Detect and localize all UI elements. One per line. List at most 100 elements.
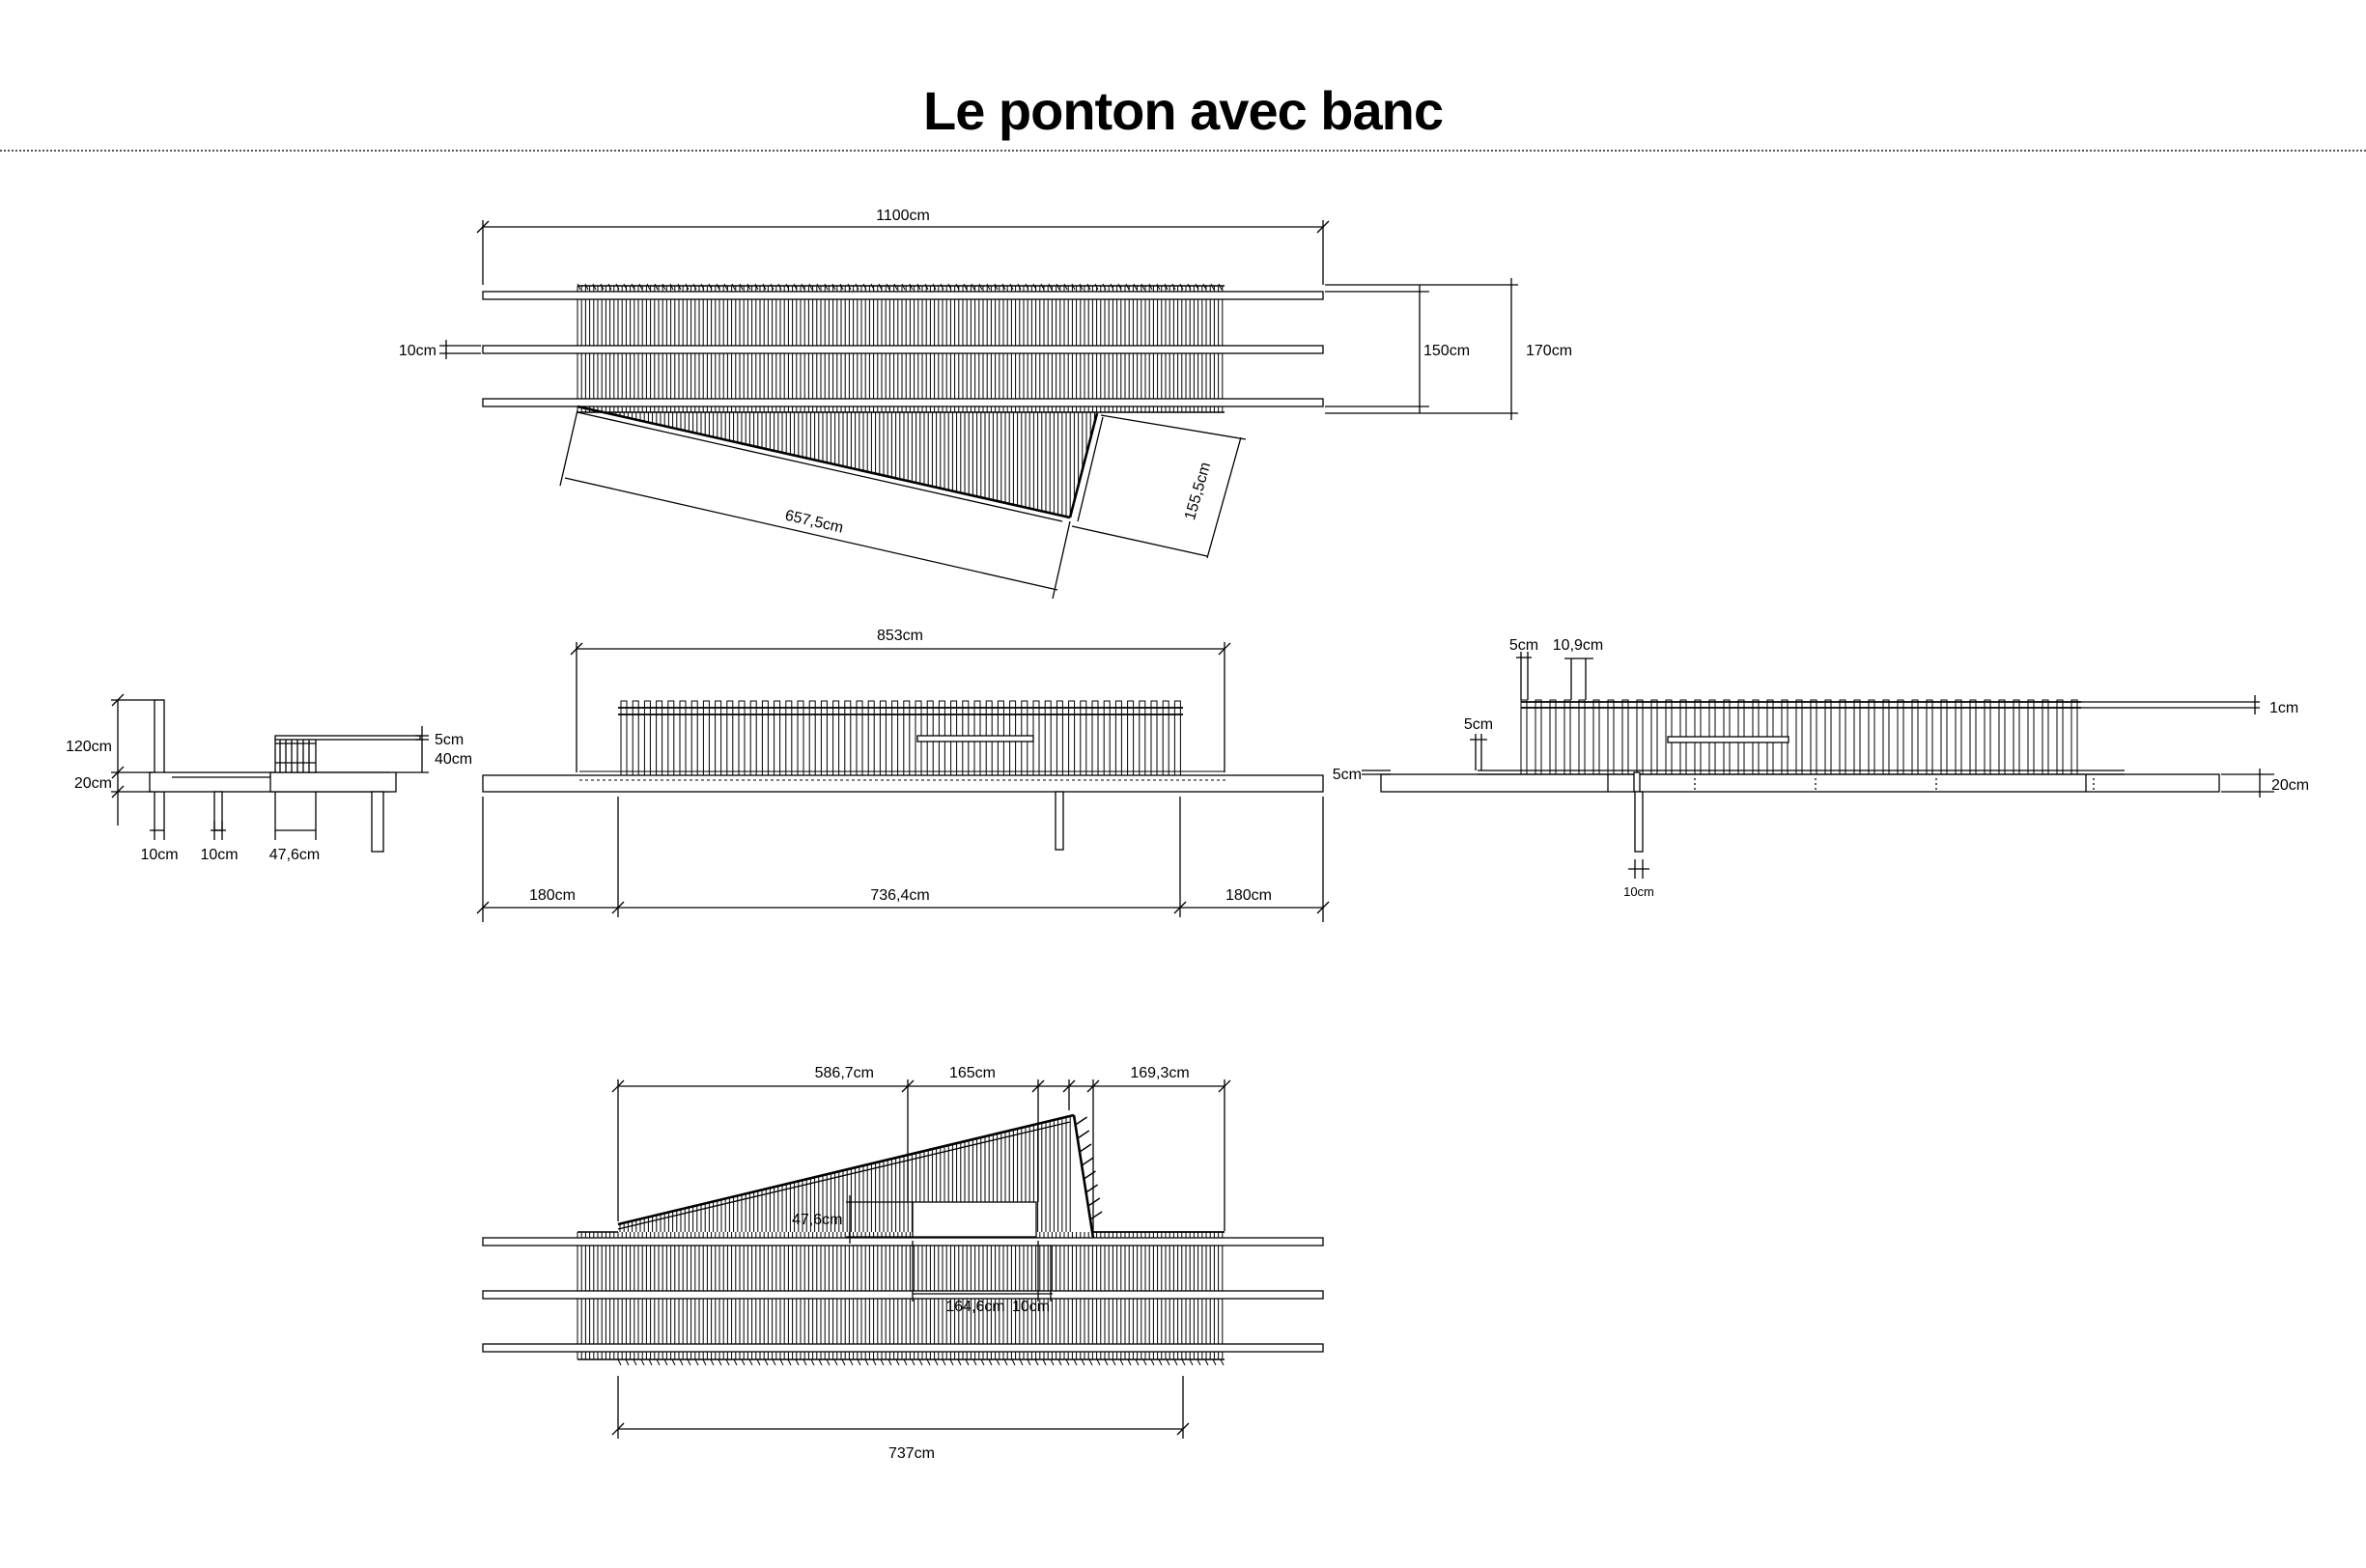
dim-diagonal-depth: 155,5cm <box>1182 461 1214 522</box>
slat-line <box>940 283 944 291</box>
slat-line <box>687 1358 691 1366</box>
slat-line <box>924 283 929 291</box>
picket <box>1592 699 1600 775</box>
picket <box>1853 699 1861 775</box>
title-separator <box>0 150 2366 152</box>
dim-inner-width: 150cm <box>1423 343 1470 359</box>
picket <box>2013 699 2020 775</box>
slat-line <box>607 283 612 291</box>
slat-line <box>793 283 798 291</box>
slat-line <box>1181 1358 1186 1366</box>
slat-line <box>785 283 790 291</box>
picket <box>1839 699 1846 775</box>
picket <box>1868 699 1875 775</box>
slat-line <box>986 283 991 291</box>
slat-line <box>710 1358 715 1366</box>
picket <box>785 700 793 776</box>
picket <box>808 700 816 776</box>
dim-bench-gap: 10cm <box>1012 1299 1050 1315</box>
slat-line <box>617 1358 622 1366</box>
slat-line <box>754 283 759 291</box>
slat-line <box>957 1358 962 1366</box>
picket <box>1103 700 1111 776</box>
slat-line <box>1133 283 1138 291</box>
plan-top-ramp-edge <box>577 405 1071 519</box>
picket <box>632 700 639 776</box>
slat-line <box>1019 1358 1024 1366</box>
section-deck-post <box>213 791 223 831</box>
slat-line <box>963 283 968 291</box>
picket <box>1535 699 1542 775</box>
slat-line <box>762 283 767 291</box>
slat-line <box>748 1358 753 1366</box>
slat-line <box>932 283 937 291</box>
slat-line <box>1073 1358 1078 1366</box>
plan-top-view: 1100cm 10cm 150cm 170cm 657,5cm 155,5cm <box>399 208 1572 600</box>
picket <box>1150 700 1158 776</box>
picket <box>1984 699 1991 775</box>
picket <box>774 700 781 776</box>
slat-line <box>739 283 744 291</box>
picket <box>856 700 863 776</box>
slat-line <box>772 1358 776 1366</box>
picket <box>656 700 663 776</box>
slat-line <box>847 283 852 291</box>
picket <box>891 700 899 776</box>
slat-line <box>1081 1358 1085 1366</box>
plan-bottom-view: 586,7cm 165cm 169,3cm 47,6cm 164,6cm 10c… <box>482 1065 1324 1462</box>
front-elevation-view: 853cm 180cm 736,4cm 180cm <box>476 628 1330 922</box>
slat-line <box>700 283 705 291</box>
slat-line <box>662 283 666 291</box>
slat-line <box>972 1358 977 1366</box>
picket <box>1127 700 1135 776</box>
slat-line <box>1048 283 1053 291</box>
slat-line <box>849 1358 854 1366</box>
section-bench-base <box>269 771 397 793</box>
slat-line <box>1142 1358 1147 1366</box>
plan-top-rail-3 <box>482 398 1324 407</box>
slat-line <box>833 1358 838 1366</box>
picket <box>702 700 710 776</box>
slat-line <box>1079 1143 1092 1153</box>
picket <box>797 700 804 776</box>
slat-line <box>934 1358 939 1366</box>
picket <box>1114 700 1122 776</box>
slat-line <box>988 1358 993 1366</box>
page-title: Le ponton avec banc <box>923 80 1444 141</box>
picket <box>867 700 875 776</box>
slat-line <box>685 283 690 291</box>
slat-line <box>716 283 720 291</box>
picket <box>1563 699 1571 775</box>
picket <box>1091 700 1099 776</box>
picket <box>1080 700 1087 776</box>
picket <box>1824 699 1832 775</box>
slat-line <box>887 1358 892 1366</box>
slat-line <box>1075 1116 1087 1126</box>
front-bench <box>916 735 1034 742</box>
dim-bench-length: 164,6cm <box>945 1299 1004 1315</box>
slat-line <box>694 1358 699 1366</box>
dim-middle: 736,4cm <box>870 887 929 904</box>
slat-line <box>926 1358 931 1366</box>
dim-right-deck-right: 20cm <box>2271 777 2309 794</box>
slat-line <box>901 283 906 291</box>
slat-line <box>795 1358 800 1366</box>
slat-line <box>1156 283 1161 291</box>
slat-line <box>1171 283 1176 291</box>
picket <box>2056 699 2064 775</box>
dim-railing-length: 853cm <box>877 628 923 644</box>
dim-right-overhang: 180cm <box>1225 887 1272 904</box>
slat-line <box>911 1358 915 1366</box>
slat-line <box>702 1358 707 1366</box>
slat-line <box>872 1358 877 1366</box>
plan-bottom-step-edge <box>1072 1114 1095 1239</box>
picket <box>667 700 675 776</box>
slat-line <box>1141 283 1145 291</box>
slat-line <box>1009 283 1014 291</box>
slat-line <box>1164 283 1169 291</box>
picket <box>1549 699 1557 775</box>
picket <box>1795 699 1803 775</box>
slat-line <box>1050 1358 1055 1366</box>
front-deck-boards <box>579 770 1225 781</box>
dim-section-seat-height: 40cm <box>435 751 472 768</box>
